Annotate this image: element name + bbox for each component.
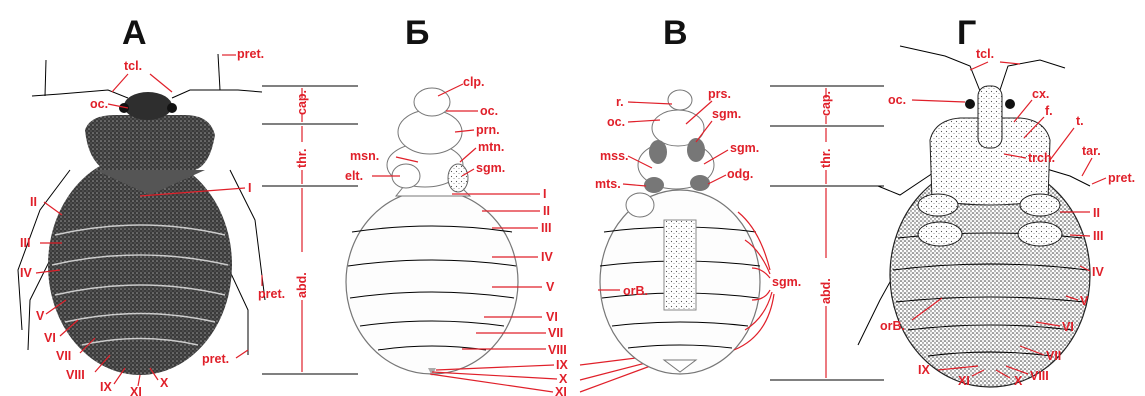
panel-letter-v: В xyxy=(663,14,688,52)
scale-bar-1: cap. thr. abd. xyxy=(262,86,358,374)
label-g-VII: VII xyxy=(1046,349,1061,363)
label-g-X: X xyxy=(1014,374,1023,388)
label-a-tcl: tcl. xyxy=(124,59,142,73)
label-b-VIII: VIII xyxy=(548,343,567,357)
label-a-III: III xyxy=(20,236,30,250)
label-b-V: V xyxy=(546,280,555,294)
label-b-II: II xyxy=(543,204,550,218)
label-a-pret-mid: pret. xyxy=(258,287,285,301)
label-b-msn: msn. xyxy=(350,149,379,163)
label-g-tcl: tcl. xyxy=(976,47,994,61)
label-g-oc: oc. xyxy=(888,93,906,107)
label-b-III: III xyxy=(541,221,551,235)
scale-bar-2: cap. thr. abd. xyxy=(770,86,884,380)
label-a-II: II xyxy=(30,195,37,209)
panel-letter-b: Б xyxy=(405,14,429,52)
panel-letter-g: Г xyxy=(957,14,976,52)
label-a-pret-bottom: pret. xyxy=(202,352,229,366)
label-g-II: II xyxy=(1093,206,1100,220)
label-v-mts: mts. xyxy=(595,177,621,191)
label-g-V: V xyxy=(1080,294,1089,308)
label-v-prs: prs. xyxy=(708,87,731,101)
label-a-IX: IX xyxy=(100,380,112,394)
scale1-abd-label: abd. xyxy=(295,272,309,298)
label-a-XI: XI xyxy=(130,385,142,396)
label-g-trch: trch. xyxy=(1028,151,1055,165)
label-b-prn: prn. xyxy=(476,123,500,137)
label-a-I: I xyxy=(248,181,251,195)
label-a-VI: VI xyxy=(44,331,56,345)
label-a-VII: VII xyxy=(56,349,71,363)
panel-letter-a: А xyxy=(122,14,147,52)
scale1-cap-label: cap. xyxy=(295,90,309,115)
label-a-VIII: VIII xyxy=(66,368,85,382)
label-v-mss: mss. xyxy=(600,149,629,163)
label-b-elt: elt. xyxy=(345,169,363,183)
label-a-V: V xyxy=(36,309,45,323)
scale2-abd-label: abd. xyxy=(819,278,833,304)
label-a-pret-top: pret. xyxy=(237,47,264,61)
label-a-oc: oc. xyxy=(90,97,108,111)
label-b-IX: IX xyxy=(556,358,568,372)
label-v-odg: odg. xyxy=(727,167,753,181)
label-b-sgm: sgm. xyxy=(476,161,505,175)
label-b-oc: oc. xyxy=(480,104,498,118)
label-b-IV: IV xyxy=(541,250,553,264)
scale2-cap-label: cap. xyxy=(819,91,833,116)
label-a-X: X xyxy=(160,376,169,390)
label-g-t: t. xyxy=(1076,114,1084,128)
label-v-oc: oc. xyxy=(607,115,625,129)
label-b-X: X xyxy=(559,372,568,386)
label-g-tar: tar. xyxy=(1082,144,1101,158)
label-v-sgm-mid: sgm. xyxy=(730,141,759,155)
label-g-IX: IX xyxy=(918,363,930,377)
label-g-orB: orB. xyxy=(880,319,905,333)
label-b-I: I xyxy=(543,187,546,201)
label-g-cx: cx. xyxy=(1032,87,1049,101)
label-g-XI: XI xyxy=(958,374,970,388)
label-g-III: III xyxy=(1093,229,1103,243)
label-v-orB: orB. xyxy=(623,284,648,298)
label-b-VI: VI xyxy=(546,310,558,324)
label-a-IV: IV xyxy=(20,266,32,280)
label-b-VII: VII xyxy=(548,326,563,340)
label-g-IV: IV xyxy=(1092,265,1104,279)
label-v-sgm-side: sgm. xyxy=(772,275,801,289)
label-g-VI: VI xyxy=(1062,320,1074,334)
label-b-clp: clp. xyxy=(463,75,485,89)
label-v-sgm-top: sgm. xyxy=(712,107,741,121)
bedbug-larva-ventral-figure xyxy=(600,90,760,374)
scale1-thr-label: thr. xyxy=(295,149,309,168)
label-g-pret: pret. xyxy=(1108,171,1135,185)
label-g-f: f. xyxy=(1045,104,1053,118)
scale2-thr-label: thr. xyxy=(819,149,833,168)
label-b-XI: XI xyxy=(555,385,567,396)
label-g-VIII: VIII xyxy=(1030,369,1049,383)
label-b-mtn: mtn. xyxy=(478,140,504,154)
bedbug-dorsal-figure xyxy=(18,54,265,375)
label-v-r: r. xyxy=(616,95,624,109)
